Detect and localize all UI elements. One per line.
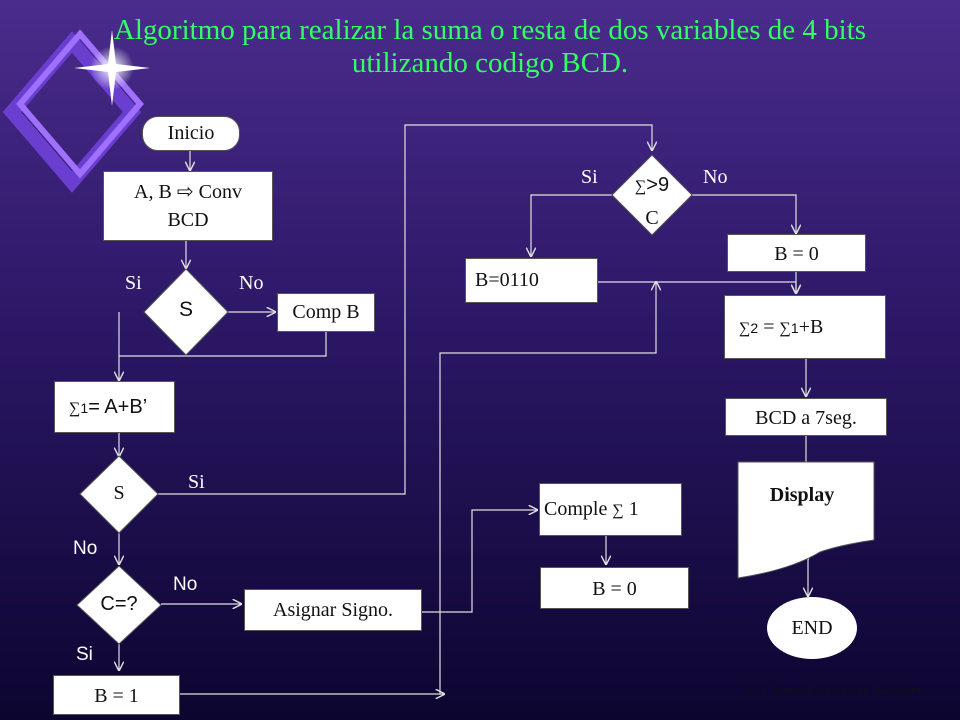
s1-label: S xyxy=(178,298,193,321)
sum2-expression: +B xyxy=(798,316,824,338)
bcd-7seg-node: BCD a 7seg. xyxy=(725,398,887,436)
decision-diamond-s1 xyxy=(143,268,229,356)
inicio-label: Inicio xyxy=(167,122,215,144)
title-line-1: Algoritmo para realizar la suma o resta … xyxy=(113,14,867,46)
comple-number: 1 xyxy=(628,498,639,520)
b-eq-0-right-label: B = 0 xyxy=(774,243,819,265)
sum2-sigma-icon-2: ∑ xyxy=(779,320,791,337)
end-oval xyxy=(767,597,857,659)
title-line-2: utilizando codigo BCD. xyxy=(351,47,629,79)
si-label-s1: Si xyxy=(125,272,142,294)
conv-ab-text: A, B xyxy=(134,181,172,203)
sum2-subscript: 2 xyxy=(750,320,759,336)
sum1-subscript: 1 xyxy=(80,400,89,416)
no-label-s1: No xyxy=(239,272,264,294)
inicio-node: Inicio xyxy=(142,116,240,151)
b-eq-1-node: B = 1 xyxy=(53,675,180,715)
gt9-carry-label: C xyxy=(645,207,659,229)
comple-node: Comple ∑ 1 xyxy=(539,483,682,536)
sum2-sigma-icon: ∑ xyxy=(739,320,751,337)
comple-text: Comple xyxy=(544,498,608,520)
b-eq-0-mid-label: B = 0 xyxy=(592,578,637,600)
gt9-label: ∑>9 xyxy=(622,174,682,197)
display-shape xyxy=(737,461,875,579)
comp-b-label: Comp B xyxy=(292,301,360,323)
sum1-sigma-icon: ∑ xyxy=(69,400,81,417)
no-label-c: No xyxy=(173,574,198,595)
si-label-c: Si xyxy=(76,644,93,665)
sum1-node: ∑1= A+B’ xyxy=(54,381,175,433)
end-label: END xyxy=(791,617,833,639)
decision-diamond-gt9 xyxy=(611,154,693,236)
decision-diamond-s2 xyxy=(79,455,159,534)
conv-line-1: A, B ⇨ Conv xyxy=(104,178,272,206)
asignar-signo-label: Asignar Signo. xyxy=(273,599,393,621)
bcd-7seg-label: BCD a 7seg. xyxy=(755,407,857,429)
comple-sigma-icon: ∑ xyxy=(612,502,624,519)
conv-line-2: BCD xyxy=(167,209,209,231)
decision-diamond-c xyxy=(76,565,162,645)
no-label-gt9: No xyxy=(703,166,728,188)
si-label-s2: Si xyxy=(188,471,205,493)
asignar-signo-node: Asignar Signo. xyxy=(244,589,422,631)
conv-bcd-node: A, B ⇨ Conv BCD xyxy=(103,171,273,241)
author-footer: M.I. Norma Elva Chávez Rodríguez xyxy=(748,683,922,697)
s2-label: S xyxy=(113,482,125,504)
b-eq-0-right-node: B = 0 xyxy=(727,234,866,272)
sparkle-star-icon xyxy=(74,30,150,106)
display-label: Display xyxy=(769,484,835,506)
sum1-expression: = A+B’ xyxy=(88,396,148,418)
c-decision-label: C=? xyxy=(100,593,138,615)
conv-text: Conv xyxy=(198,181,242,203)
sum2-subscript-2: 1 xyxy=(790,320,799,336)
comp-b-node: Comp B xyxy=(277,293,375,332)
slide-title: Algoritmo para realizar la suma o resta … xyxy=(0,14,960,80)
b-eq-1-label: B = 1 xyxy=(94,685,139,707)
b-0110-label: B=0110 xyxy=(475,269,539,291)
b-0110-node: B=0110 xyxy=(465,258,598,303)
gt9-sigma-icon: ∑ xyxy=(634,178,647,195)
sum2-node: ∑2 = ∑1+B xyxy=(724,295,886,359)
sum2-equals: = xyxy=(763,316,775,338)
gt9-text: >9 xyxy=(646,174,670,196)
b-eq-0-mid-node: B = 0 xyxy=(540,567,689,609)
si-label-gt9: Si xyxy=(581,166,598,188)
conv-arrow-icon: ⇨ xyxy=(176,181,194,203)
no-label-s2: No xyxy=(73,538,98,559)
